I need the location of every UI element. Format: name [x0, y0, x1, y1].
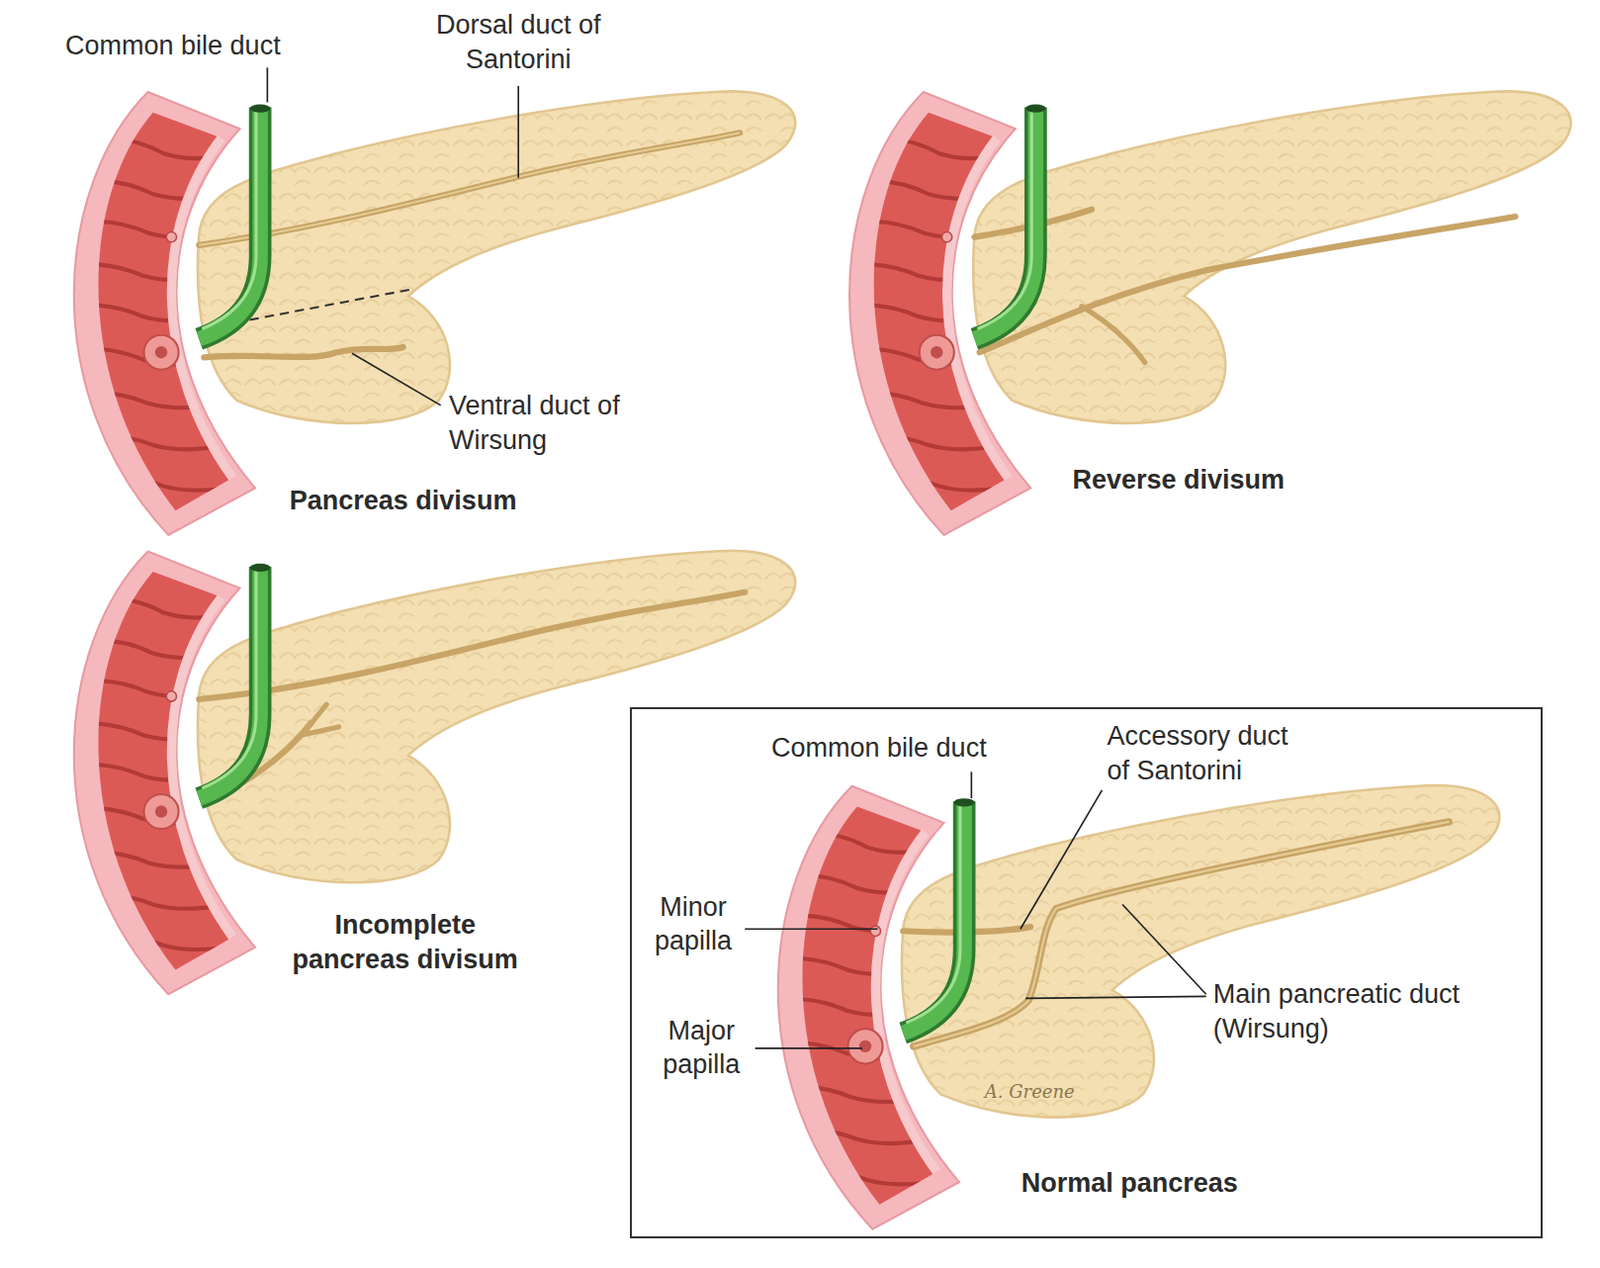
duct-label: Main pancreatic duct (Wirsung) — [1213, 977, 1520, 1046]
panel-caption: Pancreas divisum — [239, 483, 566, 519]
signature: A. Greene — [984, 1079, 1108, 1103]
panel-caption: Normal pancreas — [976, 1165, 1283, 1201]
duct-label: Accessory duct of Santorini — [1107, 718, 1312, 788]
duct-label: Common bile duct — [771, 730, 1067, 766]
panel-caption: Incomplete pancreas divisum — [277, 907, 534, 977]
papilla-label: Major papilla — [647, 1013, 755, 1082]
panel-caption: Reverse divisum — [1015, 462, 1342, 498]
duct-label: Dorsal duct of Santorini — [416, 7, 621, 77]
panel-frame: Common bile duct Accessory duct of Santor… — [629, 707, 1544, 1239]
duct-label: Common bile duct — [65, 28, 361, 64]
duct-label: Ventral duct of Wirsung — [448, 388, 653, 457]
papilla-label: Minor papilla — [639, 889, 747, 959]
